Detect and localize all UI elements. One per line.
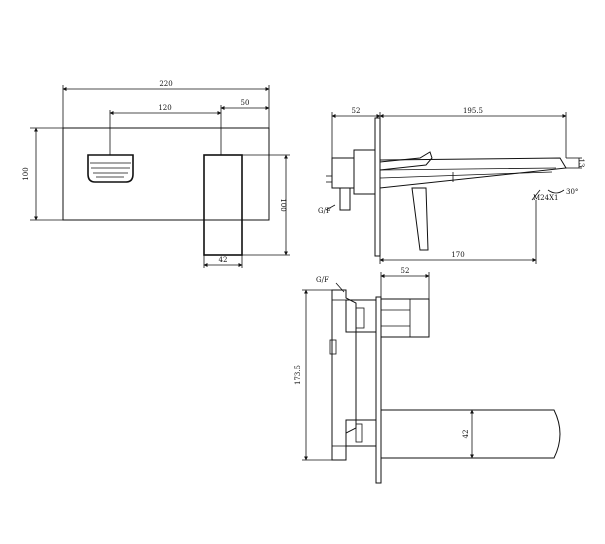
- side-lever: [379, 151, 433, 171]
- front-view: 220 120 50 100 100 42: [22, 80, 290, 268]
- side-spout: [379, 157, 567, 189]
- dim-plate-100-label: 100: [22, 167, 30, 180]
- dim-220-label: 220: [159, 80, 172, 88]
- top-valve-housing: [331, 289, 357, 461]
- side-wall-plate: [374, 117, 381, 257]
- front-spout-outlet: [87, 154, 134, 183]
- dim-top-42-label: 42: [462, 430, 470, 439]
- dim-170-label: 170: [451, 251, 464, 259]
- side-valve-body: [331, 157, 355, 189]
- side-view: 52 195.5 13 170 M24X1 30° G/F: [318, 107, 585, 264]
- angle-label: 30°: [566, 188, 578, 196]
- dim-42-label: 42: [219, 256, 228, 264]
- dim-50-label: 50: [241, 99, 250, 107]
- side-fitting-label: G/F: [318, 207, 331, 215]
- top-wall-plate: [375, 296, 382, 484]
- front-wall-plate: [62, 127, 270, 221]
- front-lever-body: [203, 154, 243, 256]
- dim-120-label: 120: [158, 104, 171, 112]
- top-spout: [380, 409, 561, 459]
- dim-173-label: 173.5: [294, 365, 302, 385]
- dim-body-100-label: 100: [279, 198, 287, 211]
- top-fitting-label: G/F: [316, 276, 329, 284]
- dim-13-label: 13: [577, 159, 585, 168]
- dim-top-52-label: 52: [401, 267, 410, 275]
- top-view: 52 173.5 42 G/F: [294, 267, 561, 484]
- top-handle-block: [380, 298, 430, 338]
- dim-195-label: 195.5: [463, 107, 483, 115]
- thread-label: M24X1: [533, 194, 559, 202]
- dim-side-52-label: 52: [352, 107, 361, 115]
